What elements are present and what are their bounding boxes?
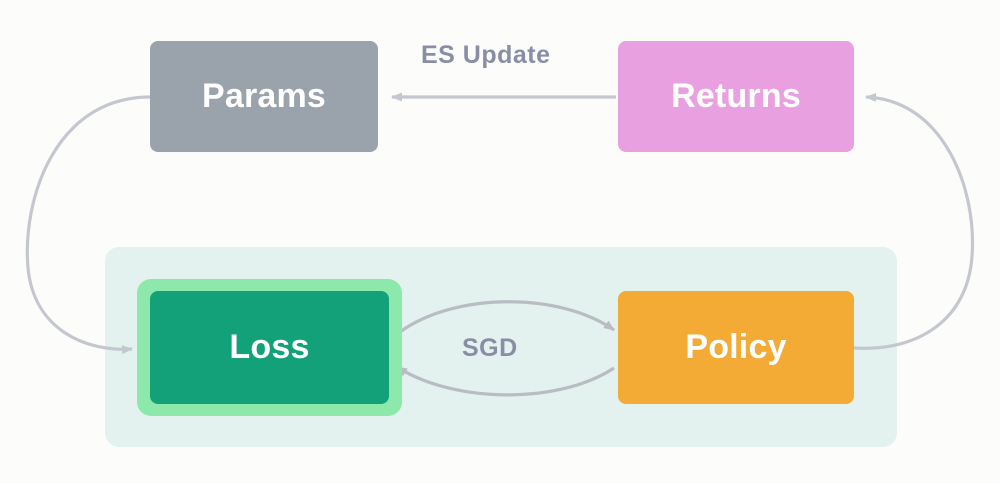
node-loss-label: Loss	[229, 328, 310, 366]
node-returns[interactable]: Returns	[618, 41, 854, 152]
edge-label-sgd: SGD	[462, 334, 518, 362]
edge-params-to-loss	[25, 95, 151, 355]
node-params-label: Params	[201, 77, 327, 115]
node-params[interactable]: Params	[150, 41, 378, 152]
edge-label-es-update: ES Update	[421, 41, 551, 69]
node-returns-label: Returns	[671, 77, 801, 115]
edge-policy-to-returns	[853, 92, 975, 350]
node-loss[interactable]: Loss	[150, 291, 389, 404]
edge-loss-to-policy	[399, 300, 615, 334]
node-policy[interactable]: Policy	[618, 291, 854, 404]
node-policy-label: Policy	[685, 328, 787, 366]
edge-policy-to-loss	[396, 365, 615, 397]
